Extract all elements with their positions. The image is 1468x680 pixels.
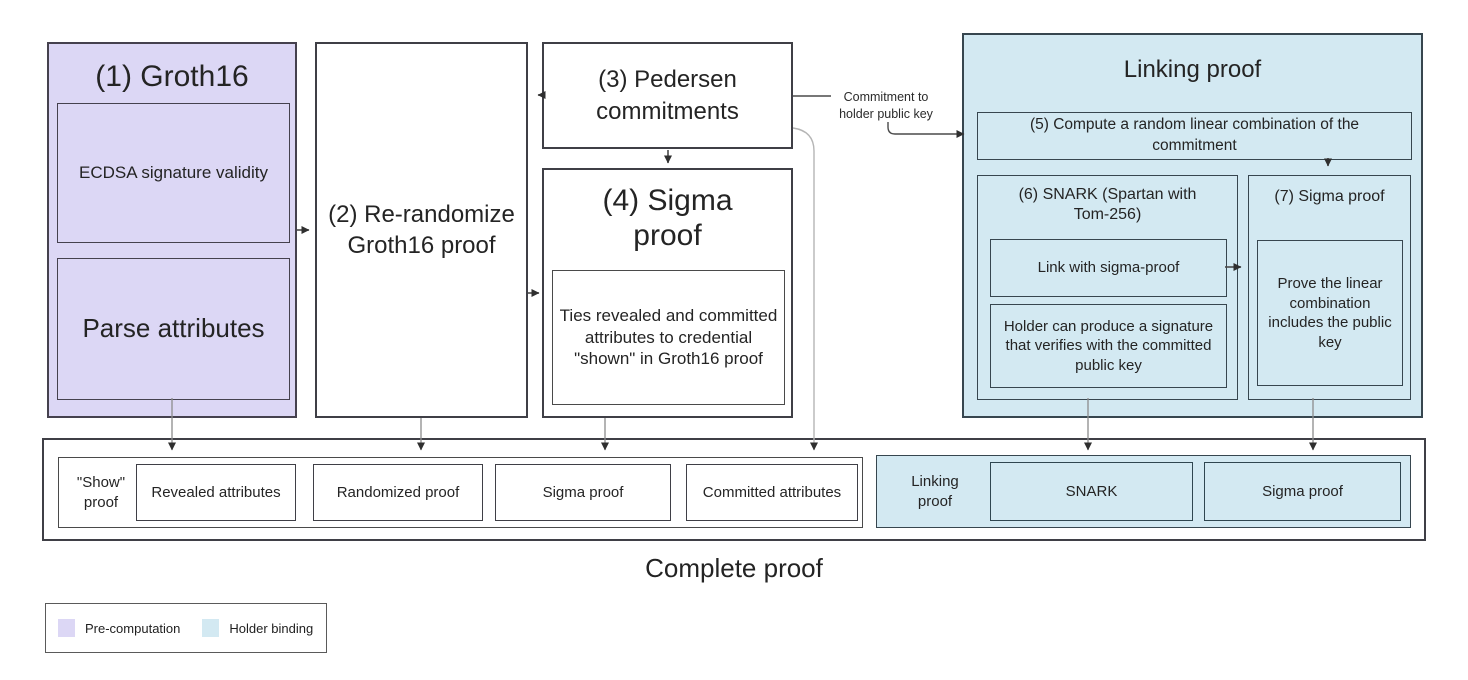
node-step7-sigma: (7) Sigma proof Prove the linear combina… xyxy=(1248,175,1411,400)
item-linking-sigma-proof-label: Sigma proof xyxy=(1262,482,1343,500)
item-sigma-proof: Sigma proof xyxy=(495,464,671,521)
edge-label-commitment: Commitment to holder public key xyxy=(831,89,941,122)
legend-item-holder-binding: Holder binding xyxy=(202,619,313,637)
node-step7-title: (7) Sigma proof xyxy=(1274,188,1385,205)
node-sigma4-body: Ties revealed and committed attributes t… xyxy=(559,305,778,369)
complete-proof-bar: "Show" proof Revealed attributes Randomi… xyxy=(42,438,1426,541)
holder-binding-swatch xyxy=(202,619,220,637)
node-step7-body-box: Prove the linear combination includes th… xyxy=(1257,240,1403,386)
node-rerandomize: (2) Re-randomize Groth16 proof xyxy=(315,42,528,418)
holder-binding-label: Holder binding xyxy=(229,620,314,636)
item-revealed-attributes-label: Revealed attributes xyxy=(151,483,281,501)
node-step7-body: Prove the linear combination includes th… xyxy=(1268,275,1392,351)
node-step5-label: (5) Compute a random linear combination … xyxy=(1029,116,1360,154)
show-proof-group: "Show" proof Revealed attributes Randomi… xyxy=(58,457,863,528)
precomputation-label: Pre-computation xyxy=(85,620,181,636)
node-step6-holder-label: Holder can produce a signature that veri… xyxy=(1003,317,1214,374)
node-sigma4: (4) Sigma proof Ties revealed and commit… xyxy=(542,168,793,418)
node-sigma4-body-box: Ties revealed and committed attributes t… xyxy=(552,270,785,405)
node-linking-proof-title: Linking proof xyxy=(1123,56,1262,83)
node-ecdsa-validity: ECDSA signature validity xyxy=(57,103,290,243)
item-linking-sigma-proof: Sigma proof xyxy=(1204,462,1401,521)
item-randomized-proof-label: Randomized proof xyxy=(336,483,460,501)
show-proof-group-label: "Show" proof xyxy=(76,474,126,512)
linking-proof-group: Linking proof SNARK Sigma proof xyxy=(876,455,1411,528)
item-committed-attributes: Committed attributes xyxy=(686,464,858,521)
node-parse-attributes-label: Parse attributes xyxy=(82,313,265,344)
node-ecdsa-validity-label: ECDSA signature validity xyxy=(79,162,268,182)
node-linking-proof: Linking proof (5) Compute a random linea… xyxy=(962,33,1423,418)
item-randomized-proof: Randomized proof xyxy=(313,464,483,521)
node-groth16: (1) Groth16 ECDSA signature validity Par… xyxy=(47,42,297,418)
node-step6-link-label: Link with sigma-proof xyxy=(1037,259,1180,277)
item-linking-snark-label: SNARK xyxy=(1065,482,1118,500)
node-step5: (5) Compute a random linear combination … xyxy=(977,112,1412,160)
node-groth16-title: (1) Groth16 xyxy=(95,60,249,93)
node-step6-snark: (6) SNARK (Spartan with Tom-256) Link wi… xyxy=(977,175,1238,400)
node-parse-attributes: Parse attributes xyxy=(57,258,290,400)
legend: Pre-computation Holder binding xyxy=(45,603,327,653)
item-linking-snark: SNARK xyxy=(990,462,1193,521)
precomputation-swatch xyxy=(58,619,75,637)
node-pedersen-label: (3) Pedersen commitments xyxy=(596,66,739,125)
node-rerandomize-label: (2) Re-randomize Groth16 proof xyxy=(328,200,515,259)
complete-proof-caption: Complete proof xyxy=(645,553,823,583)
node-step6-holder: Holder can produce a signature that veri… xyxy=(990,304,1227,388)
linking-proof-group-label: Linking proof xyxy=(911,473,959,511)
node-sigma4-title: (4) Sigma proof xyxy=(602,184,733,252)
item-committed-attributes-label: Committed attributes xyxy=(702,483,842,501)
node-step6-title: (6) SNARK (Spartan with Tom-256) xyxy=(1018,186,1197,223)
node-step6-link: Link with sigma-proof xyxy=(990,239,1227,297)
item-sigma-proof-label: Sigma proof xyxy=(542,483,624,501)
arrow-pedersen-to-committed-attributes xyxy=(792,127,818,451)
legend-item-precomputation: Pre-computation xyxy=(58,619,180,637)
node-pedersen: (3) Pedersen commitments xyxy=(542,42,793,149)
item-revealed-attributes: Revealed attributes xyxy=(136,464,296,521)
